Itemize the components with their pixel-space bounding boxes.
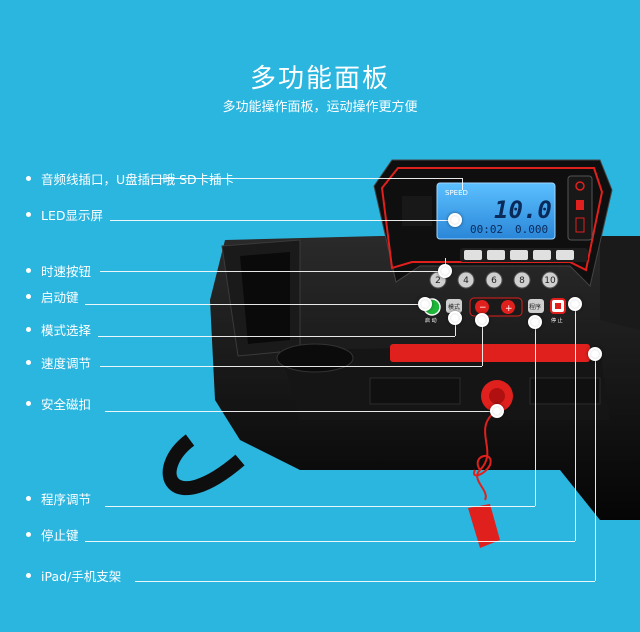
lcd-screen <box>436 182 556 240</box>
callout-ipad-holder: iPad/手机支架 <box>26 566 121 584</box>
speed-key-4: 4 <box>463 276 469 286</box>
svg-text:−: − <box>479 303 487 313</box>
speed-key-2: 2 <box>435 276 441 286</box>
callout-program: 程序调节 <box>26 489 91 507</box>
callout-start-key: 启动键 <box>26 287 79 305</box>
callout-audio-ports: 音频线插口，U盘插口哦 SD卡插卡 <box>26 169 234 187</box>
lcd-distance-value: 0.000 <box>515 223 548 236</box>
marker-ipad <box>588 347 602 361</box>
callout-mode-select: 模式选择 <box>26 320 91 338</box>
lcd-main-value: 10.0 <box>494 196 552 224</box>
program-label: 程序 <box>529 303 541 311</box>
callout-speed-adjust: 速度调节 <box>26 353 91 371</box>
marker-safety <box>490 404 504 418</box>
callout-safety-key: 安全磁扣 <box>26 394 91 412</box>
callout-led-display: LED显示屏 <box>26 205 103 223</box>
start-label: 启 动 <box>425 317 437 324</box>
speed-strip <box>390 344 590 362</box>
svg-text:+: + <box>505 304 513 314</box>
speed-key-8: 8 <box>519 276 525 286</box>
marker-speed-keys <box>438 264 452 278</box>
marker-start <box>418 297 432 311</box>
lcd-time-value: 00:02 <box>470 223 503 236</box>
marker-led <box>448 213 462 227</box>
page-subtitle: 多功能操作面板，运动操作更方便 <box>222 100 418 115</box>
mode-button <box>446 299 462 313</box>
mode-label: 模式 <box>448 303 460 311</box>
lcd-speed-label: SPEED <box>445 189 468 197</box>
page-title: 多功能面板 <box>249 64 390 94</box>
marker-mode <box>448 311 462 325</box>
marker-program <box>528 315 542 329</box>
stop-label: 停 止 <box>551 317 563 324</box>
marker-stop <box>568 297 582 311</box>
program-button <box>528 299 544 313</box>
speed-key-6: 6 <box>491 276 497 286</box>
speed-up-button <box>501 300 515 314</box>
speed-key-10: 10 <box>544 276 556 286</box>
speed-down-button <box>475 300 489 314</box>
callout-stop-key: 停止键 <box>26 525 79 543</box>
marker-speed-adjust <box>475 313 489 327</box>
callout-speed-keys: 时速按钮 <box>26 261 91 279</box>
safety-clip <box>468 504 500 548</box>
